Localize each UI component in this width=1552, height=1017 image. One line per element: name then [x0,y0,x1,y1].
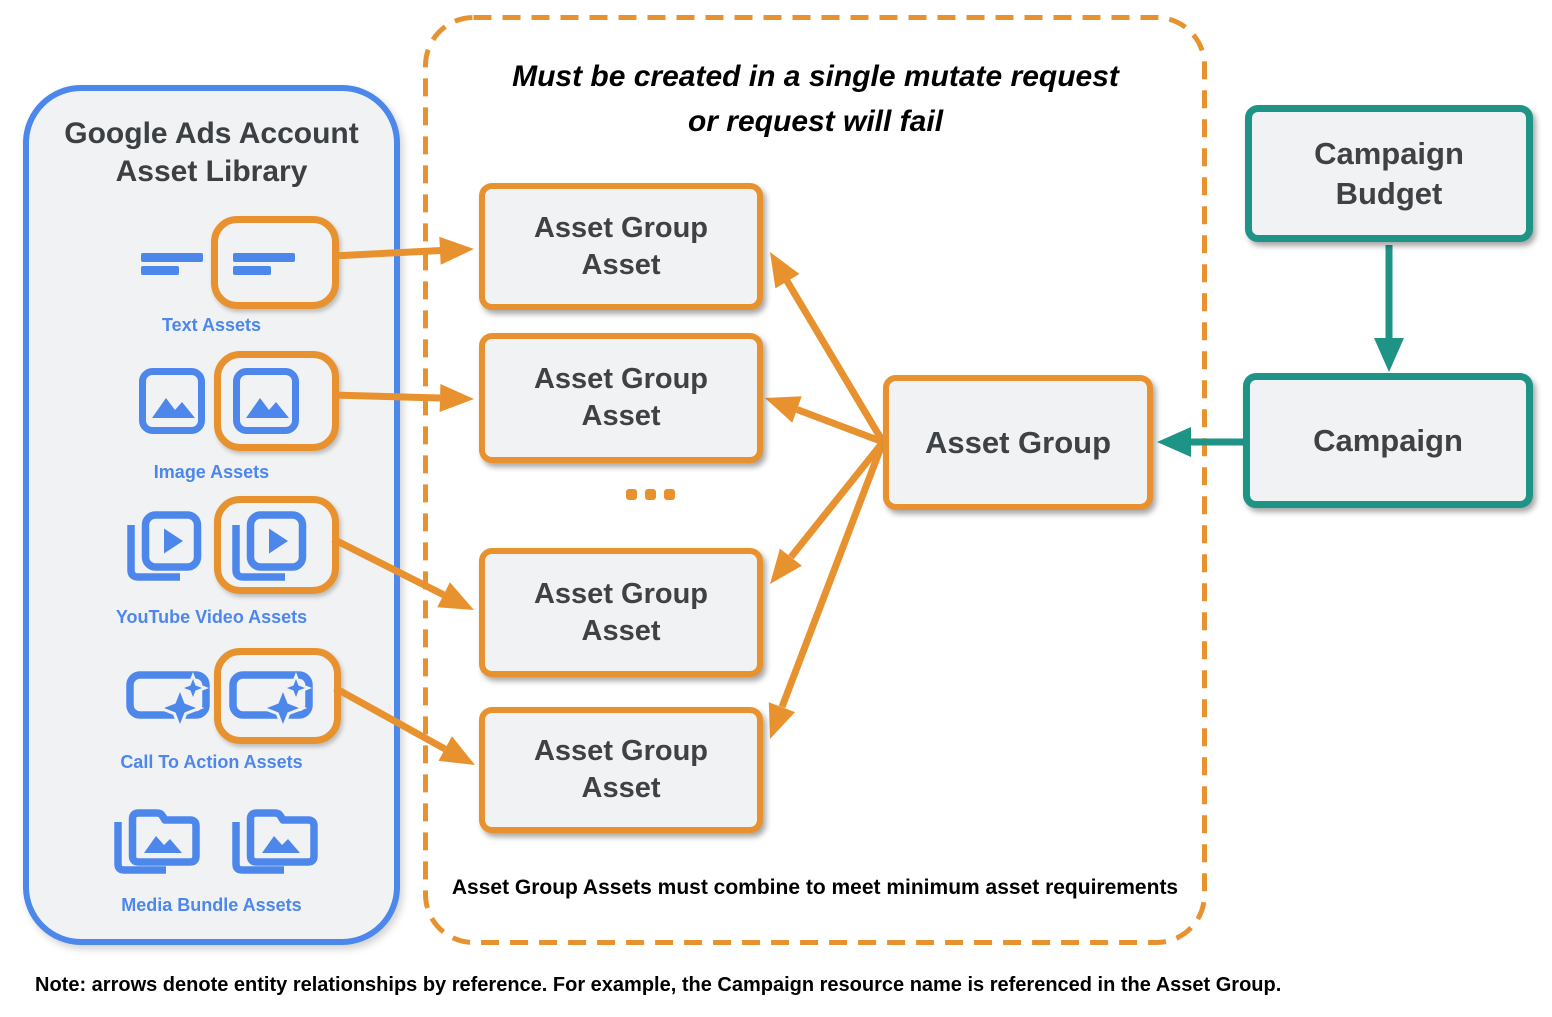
image-assets-label: Image Assets [153,462,270,482]
text-assets-label: Text Assets [161,315,262,335]
call-to-action-asset-icon [229,671,313,726]
youtube-video-assets-label: YouTube Video Assets [115,607,308,627]
asset-group-box: Asset Group [883,375,1153,510]
campaign-box: Campaign [1243,373,1533,508]
asset-requirements-note: Asset Group Assets must combine to meet … [451,876,1179,899]
asset-library-title: Google Ads Account Asset Library [64,117,359,188]
text-asset-icon [141,253,203,275]
call-to-action-assets-label: Call To Action Assets [120,752,303,772]
youtube-video-asset-icon [127,511,202,581]
campaign-budget-box: Campaign Budget [1245,105,1533,242]
arrow-campaign-budget-to-campaign [1374,245,1404,372]
image-asset-icon [233,368,299,434]
arrow-asset-group-to-asset-group-asset-4 [768,440,887,739]
asset-group-asset-box-4: Asset Group Asset [479,707,763,833]
asset-library-panel: Google Ads Account Asset Library Text As… [23,85,400,945]
image-asset-icon [139,368,205,434]
media-bundle-assets-label: Media Bundle Assets [121,895,302,915]
more-asset-group-assets-ellipsis [620,489,680,500]
call-to-action-asset-icon [126,671,210,726]
asset-group-asset-box-2: Asset Group Asset [479,333,763,463]
arrow-asset-group-to-asset-group-asset-2 [765,396,885,446]
arrow-campaign-to-asset-group [1157,427,1245,457]
mutate-request-title: Must be created in a single mutate reque… [512,60,1119,138]
asset-group-asset-box-1: Asset Group Asset [479,183,763,310]
selected-text-asset-ring [211,216,339,309]
arrow-asset-group-to-asset-group-asset-3 [770,439,886,584]
media-bundle-asset-icon [114,809,200,874]
asset-group-asset-box-3: Asset Group Asset [479,548,763,677]
media-bundle-asset-icon [232,809,318,874]
arrow-asset-group-to-asset-group-asset-1 [770,252,887,444]
reference-relationships-note: Note: arrows denote entity relationships… [35,974,1282,996]
text-asset-icon [233,253,295,275]
youtube-video-asset-icon [232,511,307,581]
